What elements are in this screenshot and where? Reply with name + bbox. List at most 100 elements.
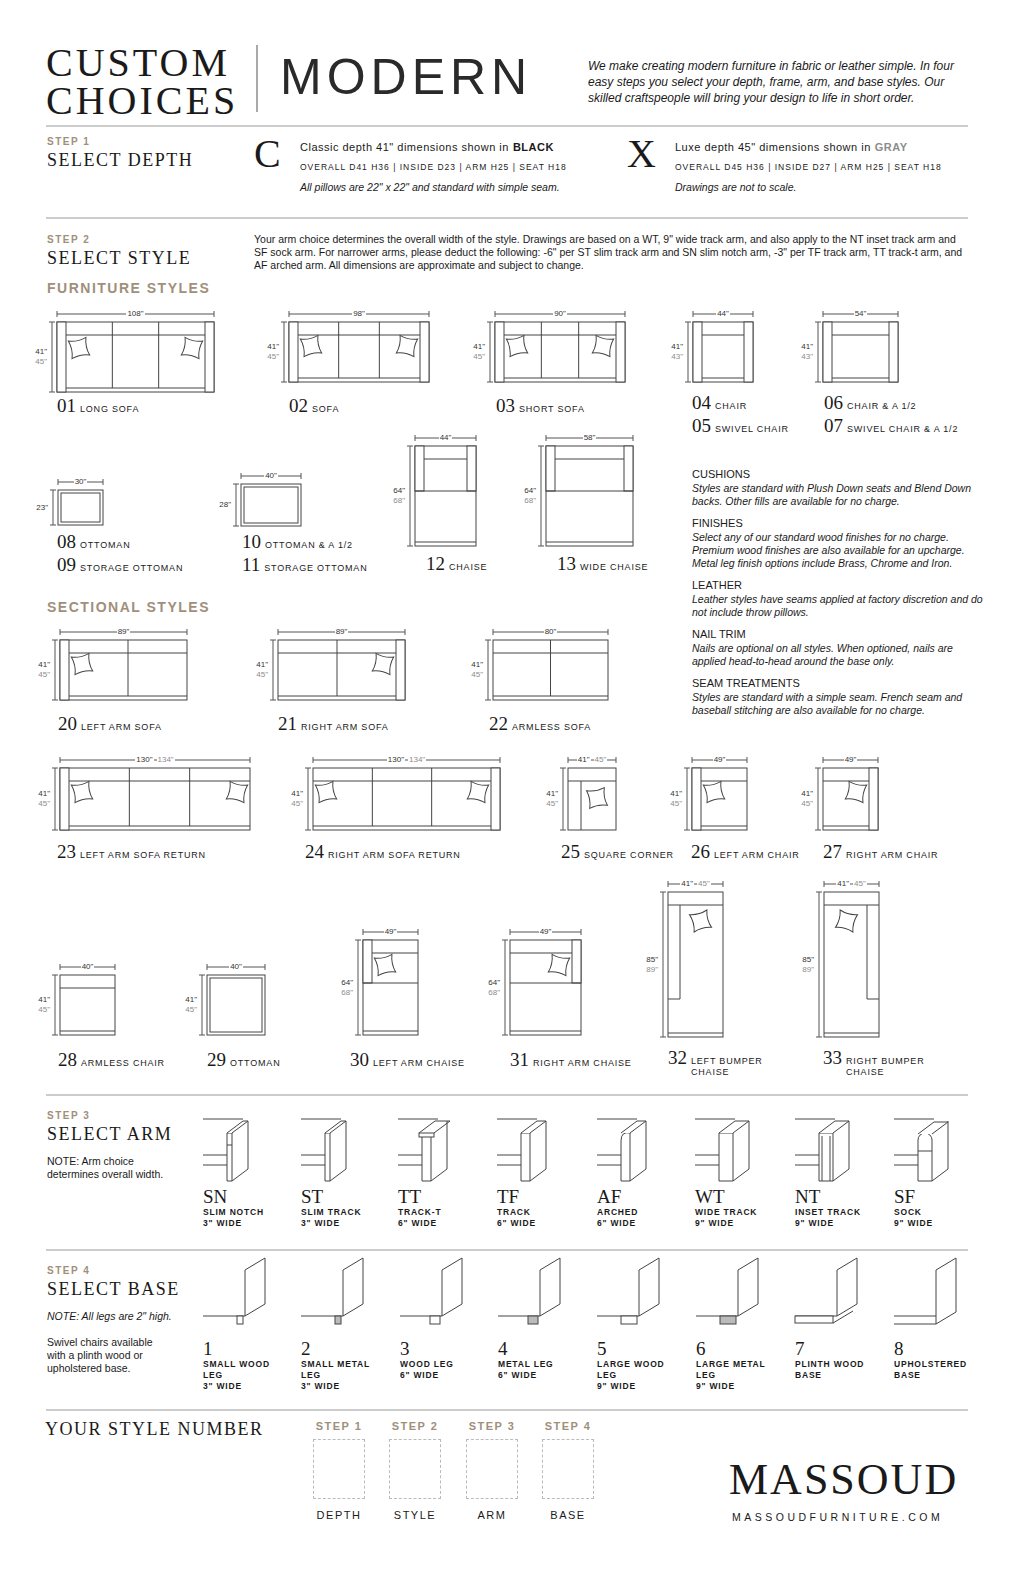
dimension-tick [538,546,544,547]
dashed-slot [542,1439,594,1499]
arm-front [621,1133,630,1181]
dimension-label: 41" [34,347,48,357]
seat-line [894,1155,918,1156]
seat-edge [701,826,747,827]
note-text: Your arm choice determines the overall w… [254,233,970,272]
dashed-slot [313,1439,365,1499]
sofa-arm [57,322,66,392]
dimension-label: 45" [37,1005,51,1015]
text-group: 02SOFA [289,396,339,416]
dimension-label: 44" [716,309,730,319]
option-name: WOOD LEG [400,1359,480,1370]
dimension-tick [49,322,55,323]
dimension-tick [685,382,691,383]
dimension-label: 45" [472,352,486,362]
text-group: SNSLIM NOTCH3" WIDE [203,1186,264,1229]
dimension-line [53,490,54,525]
dimension-label: 44" [439,433,453,443]
option-name: LARGE METAL LEG [696,1359,776,1381]
throw-pillow [315,781,336,802]
throw-pillow [548,954,569,975]
style-number: 33 [823,1048,842,1068]
option-name: SMALL METAL LEG [301,1359,381,1381]
dimension-label: 68" [523,496,537,506]
note-text: Leather styles have seams applied at fac… [692,593,984,619]
dimension-label: 41" [37,789,51,799]
style-name: STORAGE OTTOMAN [264,563,367,574]
dimension-tick [660,1037,666,1038]
option-name: 3" WIDE [203,1381,283,1392]
dimension-label: 41" [669,789,683,799]
dimension-tick [500,757,501,763]
base-edge [540,1304,560,1316]
text-group: 28ARMLESS CHAIR [58,1050,165,1070]
cushion-seam [431,768,432,826]
sofa-outline [692,768,747,830]
option-name: TRACK-T [398,1207,441,1218]
option-name: 9" WIDE [695,1218,734,1229]
text-group: TFTRACK6" WIDE [497,1186,536,1229]
dimension-line [284,322,285,382]
dimension-label: 89" [801,965,815,975]
dimension-line [541,446,542,546]
cushion-seam [189,768,190,826]
arm-inset [830,1136,831,1181]
sofa-arm [692,768,701,830]
dimension-line [55,768,56,830]
dimension-tick [199,975,205,976]
slot-step: STEP 1 [316,1420,363,1433]
dimension-tick [823,757,824,763]
dimension-tick [60,757,61,763]
dimension-line [824,884,879,885]
back-cushion [702,335,744,336]
dimension-tick [692,757,693,763]
dimension-label: 45" [853,879,867,889]
back-cushion [701,781,747,782]
style-number: 29 [207,1050,226,1070]
style-name: OTTOMAN [80,540,130,551]
base-edge [738,1304,758,1316]
text-group: 10OTTOMAN & A 1/2 [242,532,353,552]
style-name: CHAIR [715,401,747,412]
dimension-tick [487,322,493,323]
dimension-label: 41" [680,879,694,889]
dimension-tick [538,446,544,447]
dimension-line [488,640,489,700]
title-divider [257,45,258,112]
dimension-tick [816,1037,822,1038]
depth-note: Luxe depth 45" dimensions shown in [675,141,871,154]
base-edge [639,1258,659,1270]
style-number-slot: STEP 1DEPTH [312,1420,366,1522]
note-text: NOTE: All legs are 2" high. [47,1310,172,1323]
dimension-tick [546,435,547,441]
bumper [867,905,868,999]
seat-edge [702,378,744,379]
arm-cap [419,1133,434,1137]
cushion-seam [550,640,551,696]
dimension-tick [879,881,880,887]
throw-pillow [396,335,417,356]
dimension-tick [187,629,188,635]
arm-top [325,1121,346,1133]
dimension-label: 49" [844,755,858,765]
arm-front [227,1133,232,1181]
dimension-tick [616,757,617,763]
back-cushion [298,335,420,336]
depth-note: BLACK [513,141,554,154]
option-name: INSET TRACK [795,1207,861,1218]
option-name: WIDE TRACK [695,1207,757,1218]
sofa-arm [60,640,69,700]
dimension-line [568,760,616,761]
option-code: 2 [301,1338,381,1359]
seat-line [497,1165,521,1166]
style-name: RIGHT ARM CHAIR [846,850,938,861]
base-edge [837,1258,857,1270]
back-cushion [69,781,250,782]
style-number: 05 [692,416,711,436]
arm-front [719,1133,733,1181]
dimension-tick [493,629,494,635]
dimension-label: 90" [553,309,567,319]
step-heading: SELECT STYLE [47,248,191,270]
dimension-line [55,975,56,1035]
style-number-slot: STEP 3ARM [465,1420,519,1522]
